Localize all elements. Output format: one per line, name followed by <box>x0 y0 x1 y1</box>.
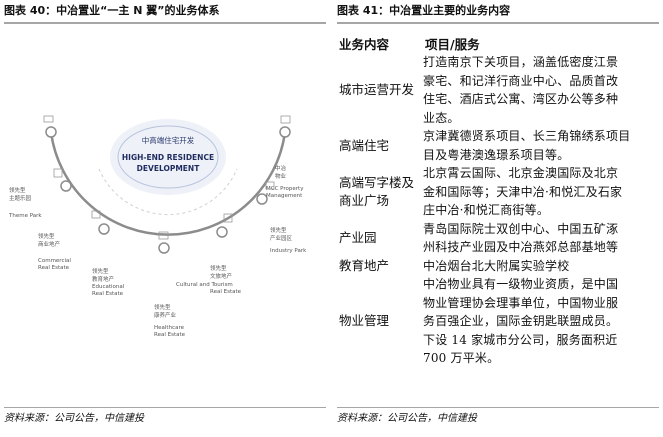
node-healthcare-zh: 领先型 <box>154 303 171 311</box>
row-line: 金和国际等；天津中冶·和悦汇及石家 <box>423 184 623 199</box>
node-cultural-en: Cultural and Tourism <box>176 282 233 288</box>
node-property-zh2: 物业 <box>275 172 287 180</box>
table-row: 物业管理 中冶物业具有一级物业资质，是中国 物业管理协会理事单位，中国物业服 务… <box>337 275 659 368</box>
center-en-2: DEVELOPMENT <box>137 164 201 173</box>
header-projects: 项目/服务 <box>425 37 480 52</box>
figure-41-source: 资料来源：公司公告，中信建投 <box>337 407 659 432</box>
table-row: 教育地产 中冶烟台北大附属实验学校 <box>337 257 659 276</box>
node-industry-zh: 领先型 <box>270 226 287 234</box>
table-row: 城市运营开发 打造南京下关项目，涵盖低密度江景 豪宅、和记洋行商业中心、品质首改… <box>337 53 659 127</box>
node-dot-property <box>279 126 291 138</box>
node-healthcare-zh2: 康养产业 <box>154 311 177 319</box>
node-dot-theme-park <box>45 126 57 138</box>
business-table: 业务内容 项目/服务 城市运营开发 打造南京下关项目，涵盖低密度江景 豪宅、和记… <box>337 29 659 368</box>
node-property-en2: Management <box>266 193 303 199</box>
cultural-icon <box>223 213 233 223</box>
node-cultural-zh: 领先型 <box>210 264 227 272</box>
row-line: 州科技产业园及中冶燕郊总部基地等 <box>423 240 619 254</box>
node-cultural-zh2: 文旅地产 <box>210 272 233 280</box>
row-line: 目及粤港澳逸璟系项目等。 <box>423 147 570 162</box>
row-name: 高端写字楼及 <box>339 174 415 190</box>
node-property-en: MCC Property <box>266 186 304 192</box>
row-line: 下设 14 家城市分公司，服务面积近 <box>423 332 618 347</box>
business-system-diagram: 中高端住宅开发 HIGH-END RESIDENCE DEVELOPMENT 领… <box>8 115 307 338</box>
node-theme-park-zh: 领先型 <box>9 186 26 194</box>
table-row: 高端写字楼及 商业广场 北京霄云国际、北京金澳国际及北京 金和国际等；天津中冶·… <box>337 164 659 220</box>
node-industry-zh2: 产业园区 <box>270 234 293 242</box>
node-dot-commercial <box>60 180 72 192</box>
row-name: 商业广场 <box>339 192 390 208</box>
row-line: 业态。 <box>423 110 460 125</box>
node-industry-en: Industry Park <box>270 248 307 254</box>
row-line: 庄中冶·和悦汇商街等。 <box>423 203 550 217</box>
property-icon <box>280 115 291 124</box>
table-row: 产业园 青岛国际院士双创中心、中国五矿涿 州科技产业园及中冶燕郊总部基地等 <box>337 220 659 257</box>
row-name: 教育地产 <box>339 257 390 273</box>
row-line: 物业管理协会理事单位，中国物业服 <box>423 295 619 310</box>
center-badge: 中高端住宅开发 HIGH-END RESIDENCE DEVELOPMENT <box>110 119 226 195</box>
node-educational-zh: 领先型 <box>92 267 109 275</box>
figure-41-panel: 图表 41：中冶置业主要的业务内容 业务内容 项目/服务 城市运营开发 打造南京… <box>337 0 659 424</box>
healthcare-icon <box>158 231 169 240</box>
figure-40-panel: 图表 40：中冶置业“一主 N 翼”的业务体系 中高端住宅开发 HIGH-END… <box>4 0 326 424</box>
row-line: 700 万平米。 <box>423 351 500 365</box>
node-theme-park-en: Theme Park <box>8 213 42 219</box>
node-dot-healthcare <box>158 242 170 254</box>
node-dot-cultural <box>216 226 228 238</box>
node-commercial-en2: Real Estate <box>38 265 70 271</box>
row-line: 京津冀德贤系项目、长三角锦绣系项目 <box>423 129 631 143</box>
node-dot-industry <box>256 193 268 205</box>
node-healthcare-en2: Real Estate <box>154 332 186 338</box>
header-business: 业务内容 <box>339 37 390 52</box>
row-line: 住宅、酒店式公寓、湾区办公等多种 <box>423 92 619 106</box>
row-name: 产业园 <box>339 230 377 245</box>
row-line: 务百强企业，国际金钥匙联盟成员。 <box>423 314 619 328</box>
figure-40-caption: 图表 40：中冶置业“一主 N 翼”的业务体系 <box>4 0 326 24</box>
node-dot-educational <box>98 223 110 235</box>
node-theme-park-zh2: 主题乐园 <box>9 194 32 202</box>
node-commercial-en: Commercial <box>38 258 71 264</box>
node-commercial-zh2: 商业地产 <box>38 240 61 248</box>
node-cultural-en2: Real Estate <box>210 289 242 295</box>
row-line: 北京霄云国际、北京金澳国际及北京 <box>423 166 619 180</box>
node-educational-en2: Real Estate <box>92 291 124 297</box>
node-healthcare-en: Healthcare <box>154 325 185 331</box>
table-row: 高端住宅 京津冀德贤系项目、长三角锦绣系项目 目及粤港澳逸璟系项目等。 <box>337 127 659 164</box>
row-line: 中冶物业具有一级物业资质，是中国 <box>423 277 619 291</box>
node-educational-en: Educational <box>92 284 125 290</box>
inner-dashed-arc <box>98 168 238 216</box>
node-commercial-zh: 领先型 <box>38 232 55 240</box>
commercial-icon <box>53 168 63 178</box>
row-line: 中冶烟台北大附属实验学校 <box>423 258 570 273</box>
center-zh: 中高端住宅开发 <box>142 135 195 145</box>
row-line: 打造南京下关项目，涵盖低密度江景 <box>423 55 619 69</box>
row-name: 高端住宅 <box>339 137 390 153</box>
row-name: 城市运营开发 <box>339 82 415 97</box>
center-en-1: HIGH-END RESIDENCE <box>122 153 214 162</box>
figure-40-source: 资料来源：公司公告，中信建投 <box>4 407 326 432</box>
row-line: 青岛国际院士双创中心、中国五矿涿 <box>423 221 619 236</box>
educational-icon <box>91 210 101 219</box>
figure-41-caption: 图表 41：中冶置业主要的业务内容 <box>337 0 659 24</box>
industry-icon <box>265 181 275 190</box>
theme-park-icon <box>43 115 54 123</box>
table-header: 业务内容 项目/服务 <box>337 29 659 53</box>
node-educational-zh2: 教育地产 <box>92 275 115 283</box>
row-line: 豪宅、和记洋行商业中心、品质首改 <box>423 73 619 88</box>
row-name: 物业管理 <box>339 313 390 329</box>
node-property-zh: 中冶 <box>275 164 287 172</box>
